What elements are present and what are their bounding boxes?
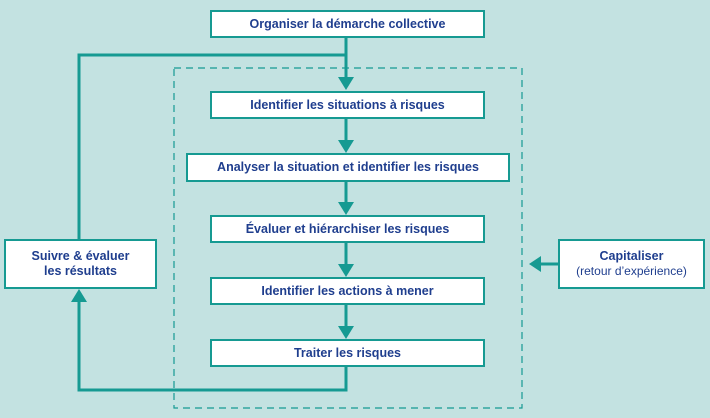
capitaliser-title: Capitaliser [599,249,664,263]
step-label: Identifier les actions à mener [261,283,434,298]
step-label: Organiser la démarche collective [249,16,446,31]
arrowhead-down-4 [338,264,354,277]
arrowhead-down-5 [338,326,354,339]
step-label: Évaluer et hiérarchiser les risques [245,221,450,236]
arrowhead-up-suivre [71,289,87,302]
step-label: Identifier les situations à risques [250,97,445,112]
step-traiter-risques: Traiter les risques [210,339,485,367]
step-identifier-situations: Identifier les situations à risques [210,91,485,119]
arrowhead-down-3 [338,202,354,215]
suivre-line2: les résultats [44,264,117,278]
step-label: Analyser la situation et identifier les … [217,160,479,174]
step-identifier-actions: Identifier les actions à mener [210,277,485,305]
dashed-loop-frame [173,67,523,409]
suivre-line1: Suivre & évaluer [31,249,130,263]
capitaliser-subtitle: (retour d’expérience) [576,264,687,278]
feedback-path-bottom [77,302,348,392]
suivre-evaluer-box: Suivre & évaluer les résultats [4,239,157,289]
arrowhead-down-2 [338,140,354,153]
feedback-path-top [77,53,346,239]
step-organiser-demarche: Organiser la démarche collective [210,10,485,38]
step-evaluer-risques: Évaluer et hiérarchiser les risques [210,215,485,243]
arrowhead-down-1 [338,77,354,90]
step-analyser-situation: Analyser la situation et identifier les … [186,153,510,182]
arrowhead-left-capitaliser [529,256,541,272]
step-label: Traiter les risques [293,345,401,360]
capitaliser-box: Capitaliser (retour d’expérience) [558,239,705,289]
